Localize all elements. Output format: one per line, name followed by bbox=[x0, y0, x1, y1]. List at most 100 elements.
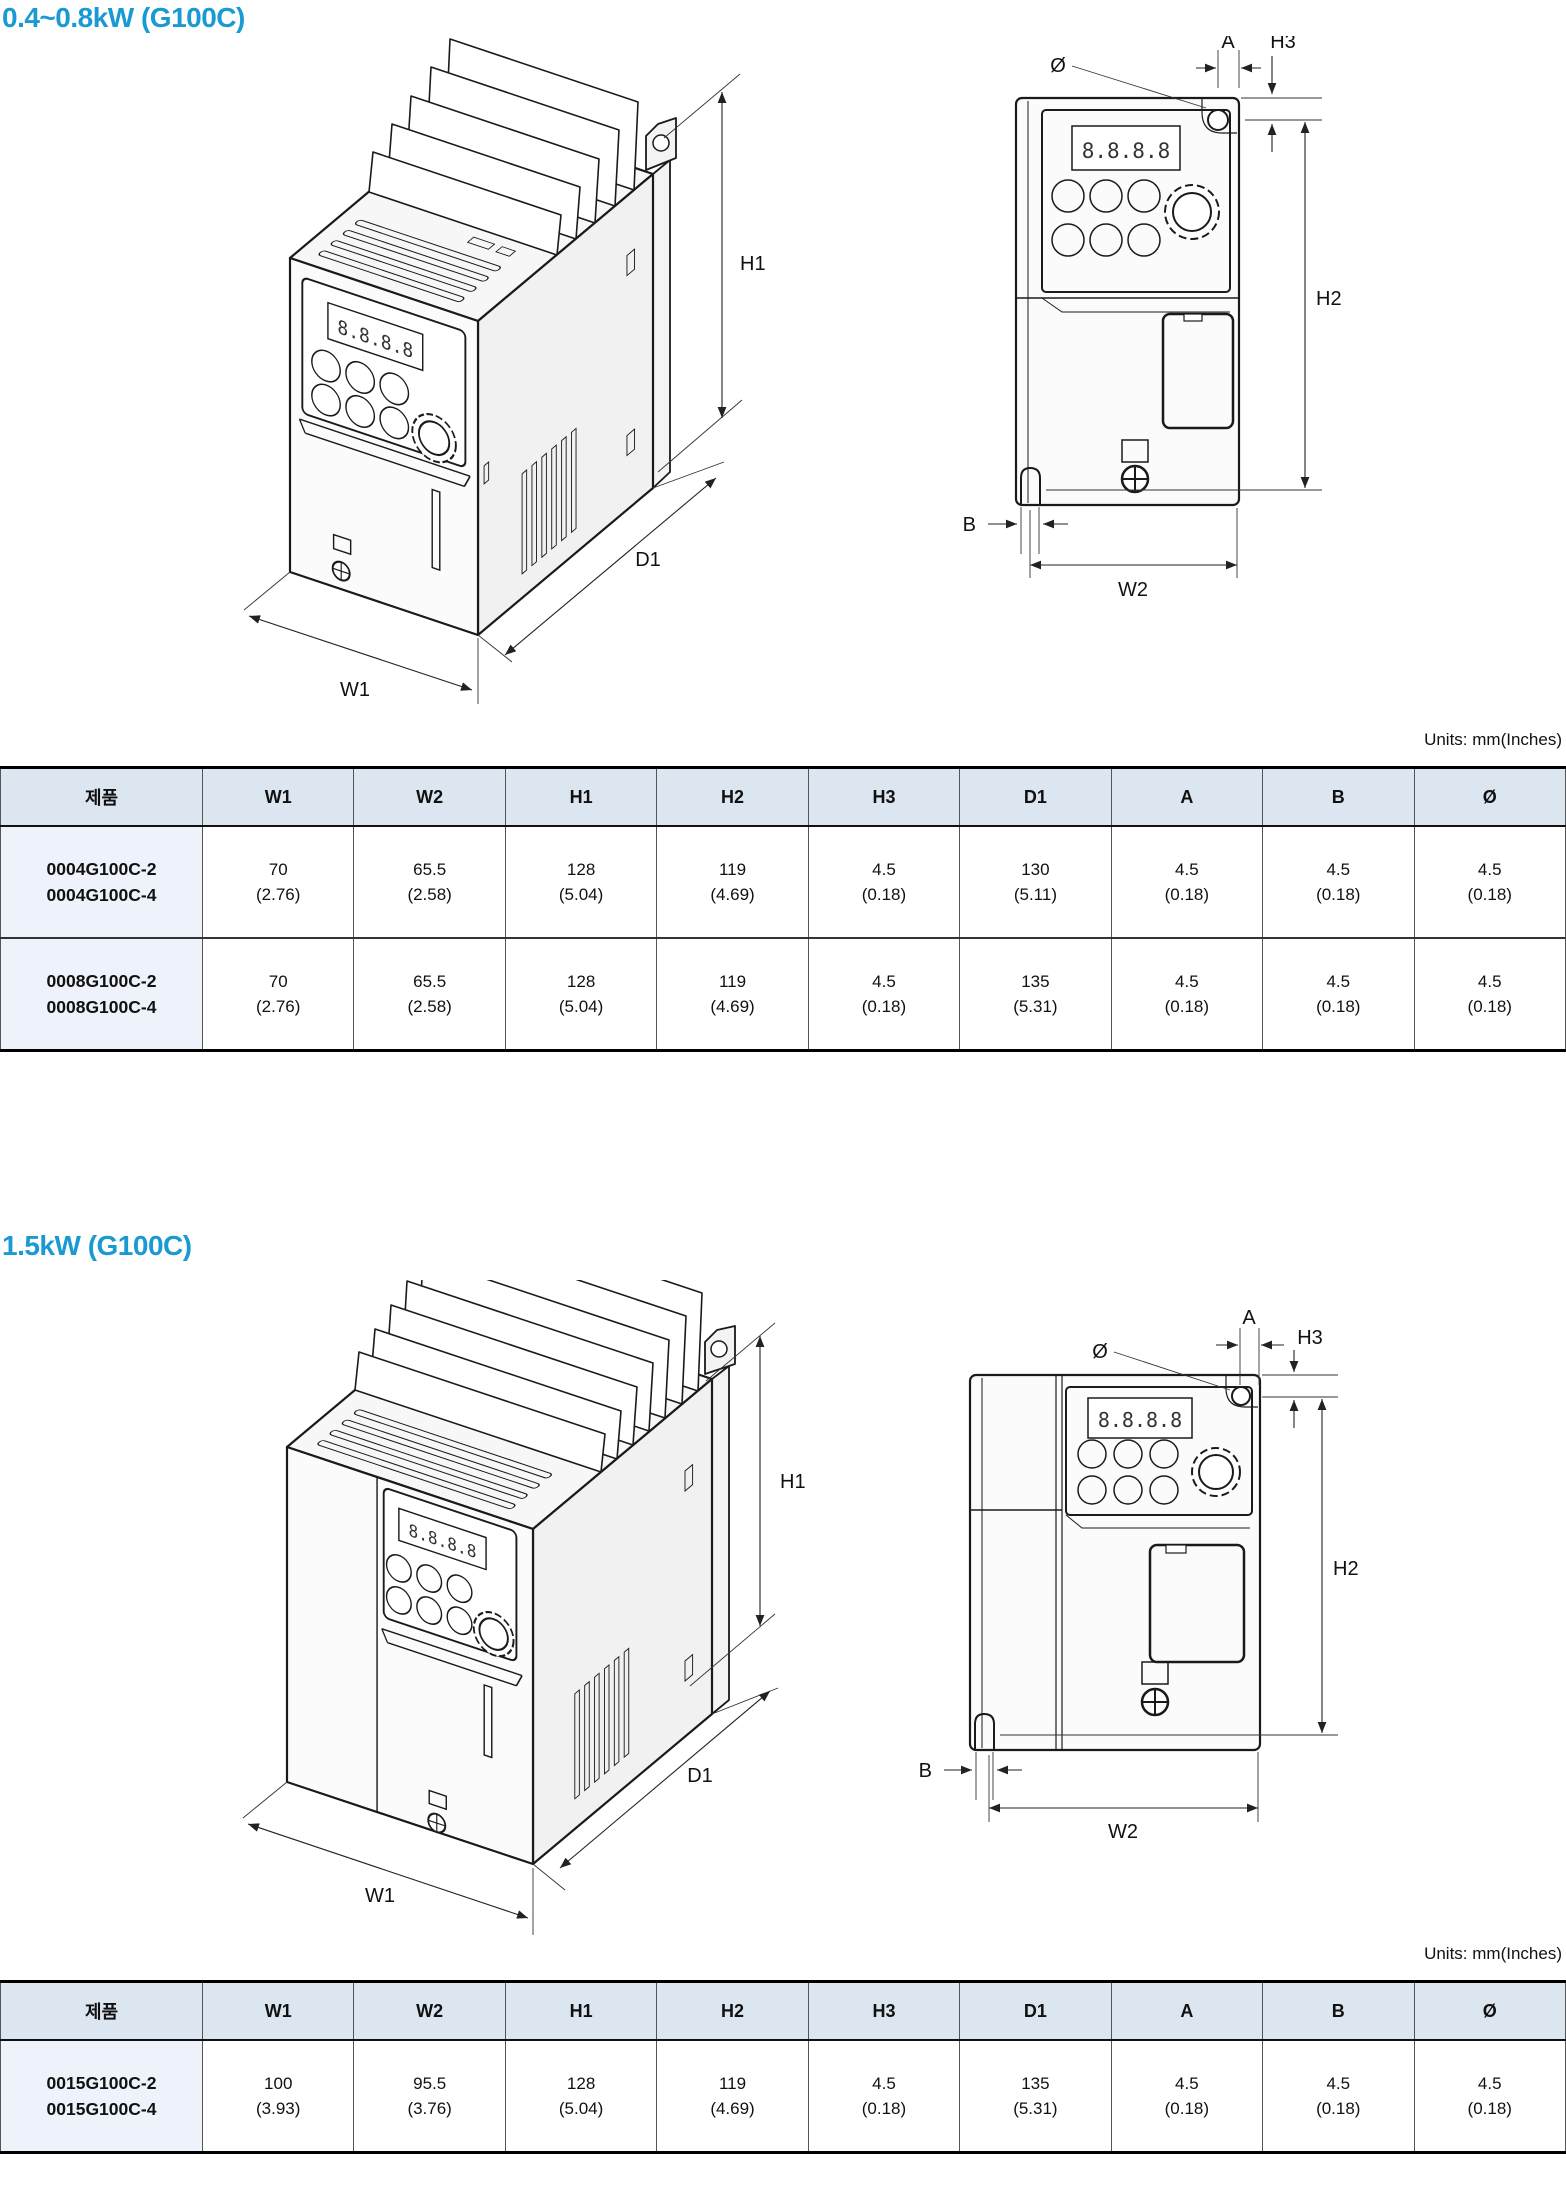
value-mm: 4.5 bbox=[1477, 971, 1502, 991]
product-name: 0008G100C-4 bbox=[46, 997, 157, 1017]
seven-segment-display bbox=[398, 1507, 487, 1571]
value-mm: 130 bbox=[1021, 859, 1050, 879]
value-inch: (0.18) bbox=[1316, 2099, 1361, 2118]
keypad-bezel bbox=[1065, 1386, 1253, 1516]
mounting-slot bbox=[1020, 466, 1041, 505]
seven-segment-display bbox=[1087, 1397, 1193, 1439]
column-header-h1: H1 bbox=[504, 767, 658, 827]
table-cell: 70(2.76) bbox=[201, 937, 355, 1051]
table-cell: 4.5(0.18) bbox=[1413, 937, 1566, 1051]
product-name: 0008G100C-2 bbox=[46, 970, 157, 991]
seven-segment-display bbox=[327, 301, 424, 372]
table-cell: 4.5(0.18) bbox=[1110, 937, 1264, 1051]
dim-label-w1: W1 bbox=[340, 679, 370, 701]
dim-label-d1: D1 bbox=[687, 1765, 713, 1787]
heatsink-fins bbox=[368, 38, 639, 256]
value-mm: 95.5 bbox=[413, 2073, 447, 2093]
value-mm: 4.5 bbox=[872, 859, 896, 879]
column-header-a: A bbox=[1110, 767, 1264, 827]
front-view: 8.8.8.8 Ø A H3 bbox=[919, 1307, 1359, 1843]
value-mm: 4.5 bbox=[872, 2073, 896, 2093]
table-row: 0015G100C-2 0015G100C-4 100(3.93) 95.5(3… bbox=[0, 2040, 1566, 2153]
dim-label-w1: W1 bbox=[365, 1885, 395, 1907]
dim-label-a: A bbox=[1221, 36, 1235, 53]
dimensions-table-15kw: 제품 W1 W2 H1 H2 H3 D1 A B Ø 0015G100C-2 0… bbox=[0, 1980, 1566, 2154]
value-inch: (0.18) bbox=[861, 2099, 907, 2118]
jog-knob bbox=[1164, 184, 1220, 240]
cable-groove bbox=[483, 1683, 493, 1759]
value-mm: 100 bbox=[264, 2073, 293, 2093]
value-mm: 4.5 bbox=[1326, 971, 1351, 991]
dim-label-w2: W2 bbox=[1108, 1821, 1138, 1843]
dim-label-b: B bbox=[919, 1760, 932, 1782]
value-mm: 65.5 bbox=[413, 971, 447, 991]
cover-lip bbox=[298, 418, 471, 488]
table-cell: 4.5 (0.18) bbox=[807, 2040, 961, 2153]
value-mm: 135 bbox=[1021, 2073, 1050, 2093]
product-name: 0015G100C-2 bbox=[46, 2072, 157, 2093]
column-header-product: 제품 bbox=[0, 1981, 203, 2041]
table-cell: 4.5(0.18) bbox=[1110, 826, 1264, 938]
jog-knob bbox=[411, 413, 457, 464]
display-digits: 8.8.8.8 bbox=[1082, 139, 1171, 163]
value-inch: (0.18) bbox=[1164, 885, 1210, 904]
front-view: 8.8.8.8 Ø bbox=[963, 36, 1342, 601]
table-cell: 4.5 (0.18) bbox=[1413, 2040, 1566, 2153]
terminal-tab bbox=[332, 533, 352, 556]
dim-label-h1: H1 bbox=[780, 1471, 806, 1493]
column-header-w2: W2 bbox=[353, 767, 506, 827]
front-screw bbox=[1140, 1687, 1170, 1717]
value-mm: 119 bbox=[718, 859, 747, 879]
dim-label-h1: H1 bbox=[740, 253, 766, 275]
table-row: 0004G100C-2 0004G100C-4 70(2.76) 65.5(2.… bbox=[0, 826, 1566, 938]
seven-segment-display bbox=[1071, 125, 1181, 171]
front-dimensions: Ø A H3 H2 B W2 bbox=[919, 1307, 1359, 1843]
column-header-h2: H2 bbox=[656, 1981, 809, 2041]
product-name: 0004G100C-2 bbox=[46, 858, 157, 879]
section-title-15kw: 1.5kW (G100C) bbox=[2, 1230, 192, 1261]
front-screw bbox=[331, 560, 351, 582]
value-inch: (2.58) bbox=[407, 885, 452, 904]
value-inch: (0.18) bbox=[1467, 2099, 1512, 2118]
table-cell: 130(5.11) bbox=[959, 826, 1112, 938]
value-mm: 4.5 bbox=[872, 971, 896, 991]
terminal-tab bbox=[428, 1789, 447, 1811]
value-inch: (3.76) bbox=[407, 2099, 452, 2118]
column-header-h3: H3 bbox=[807, 1981, 961, 2041]
column-header-w2: W2 bbox=[353, 1981, 506, 2041]
product-name: 0015G100C-4 bbox=[46, 2099, 157, 2119]
dim-label-h2: H2 bbox=[1333, 1558, 1359, 1580]
table-cell: 4.5(0.18) bbox=[1262, 937, 1415, 1051]
dim-label-h3: H3 bbox=[1270, 36, 1296, 53]
jog-knob bbox=[1191, 1447, 1241, 1497]
units-label-2: Units: mm(Inches) bbox=[1424, 1944, 1562, 1963]
column-header-a: A bbox=[1110, 1981, 1264, 2041]
iso-dimensions: H1 D1 W1 bbox=[243, 73, 766, 704]
iso-dimensions: H1 D1 W1 bbox=[242, 1322, 806, 1935]
dim-label-d1: D1 bbox=[635, 549, 661, 571]
dim-label-h2: H2 bbox=[1316, 288, 1342, 310]
value-inch: (0.18) bbox=[861, 997, 907, 1016]
table-cell: 4.5(0.18) bbox=[1262, 826, 1415, 938]
dimensions-table-04-08kw: 제품 W1 W2 H1 H2 H3 D1 A B Ø 0004G100C-2 0… bbox=[0, 766, 1566, 1052]
value-mm: 70 bbox=[268, 971, 288, 991]
table-header-row: 제품 W1 W2 H1 H2 H3 D1 A B Ø bbox=[0, 767, 1566, 827]
column-header-h1: H1 bbox=[504, 1981, 658, 2041]
column-header-b: B bbox=[1262, 767, 1415, 827]
dim-label-dia: Ø bbox=[1092, 1341, 1108, 1363]
value-mm: 4.5 bbox=[1477, 2073, 1502, 2093]
product-cell: 0015G100C-2 0015G100C-4 bbox=[0, 2040, 203, 2153]
column-header-h2: H2 bbox=[656, 767, 809, 827]
value-inch: (4.69) bbox=[710, 997, 755, 1016]
keypad-buttons bbox=[1051, 179, 1161, 257]
value-mm: 4.5 bbox=[1326, 2073, 1351, 2093]
table-cell: 128(5.04) bbox=[504, 826, 658, 938]
value-inch: (0.18) bbox=[1316, 885, 1361, 904]
cover-lip bbox=[381, 1627, 523, 1687]
value-inch: (5.04) bbox=[558, 997, 604, 1016]
table-cell: 119(4.69) bbox=[656, 2040, 809, 2153]
mounting-slot bbox=[974, 1712, 995, 1750]
column-header-dia: Ø bbox=[1413, 767, 1566, 827]
column-header-b: B bbox=[1262, 1981, 1415, 2041]
